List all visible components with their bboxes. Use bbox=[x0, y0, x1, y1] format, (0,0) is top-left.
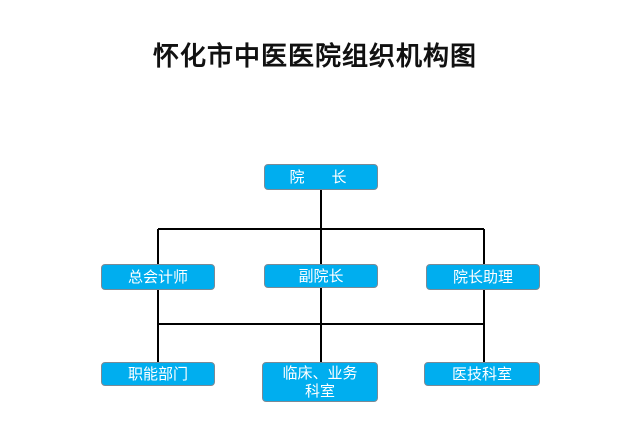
node-clinical-line2: 科室 bbox=[304, 382, 335, 400]
node-clinical-line1: 临床、业务 bbox=[282, 364, 358, 382]
node-vice-president-label: 副院长 bbox=[298, 267, 344, 285]
page-title: 怀化市中医医院组织机构图 bbox=[152, 42, 477, 72]
node-vice-president: 副院长 bbox=[264, 264, 378, 288]
node-president: 院 长 bbox=[264, 164, 378, 190]
node-president-assistant-label: 院长助理 bbox=[452, 268, 513, 286]
node-medical-tech-label: 医技科室 bbox=[451, 365, 512, 383]
node-president-assistant: 院长助理 bbox=[426, 264, 540, 290]
node-functional-departments-label: 职能部门 bbox=[127, 365, 188, 383]
node-functional-departments: 职能部门 bbox=[101, 362, 215, 386]
node-medical-tech-departments: 医技科室 bbox=[424, 362, 540, 386]
node-clinical-departments: 临床、业务 科室 bbox=[262, 362, 378, 402]
node-accountant-general: 总会计师 bbox=[101, 264, 215, 290]
node-president-label: 院 长 bbox=[289, 168, 353, 186]
node-accountant-general-label: 总会计师 bbox=[127, 268, 188, 286]
